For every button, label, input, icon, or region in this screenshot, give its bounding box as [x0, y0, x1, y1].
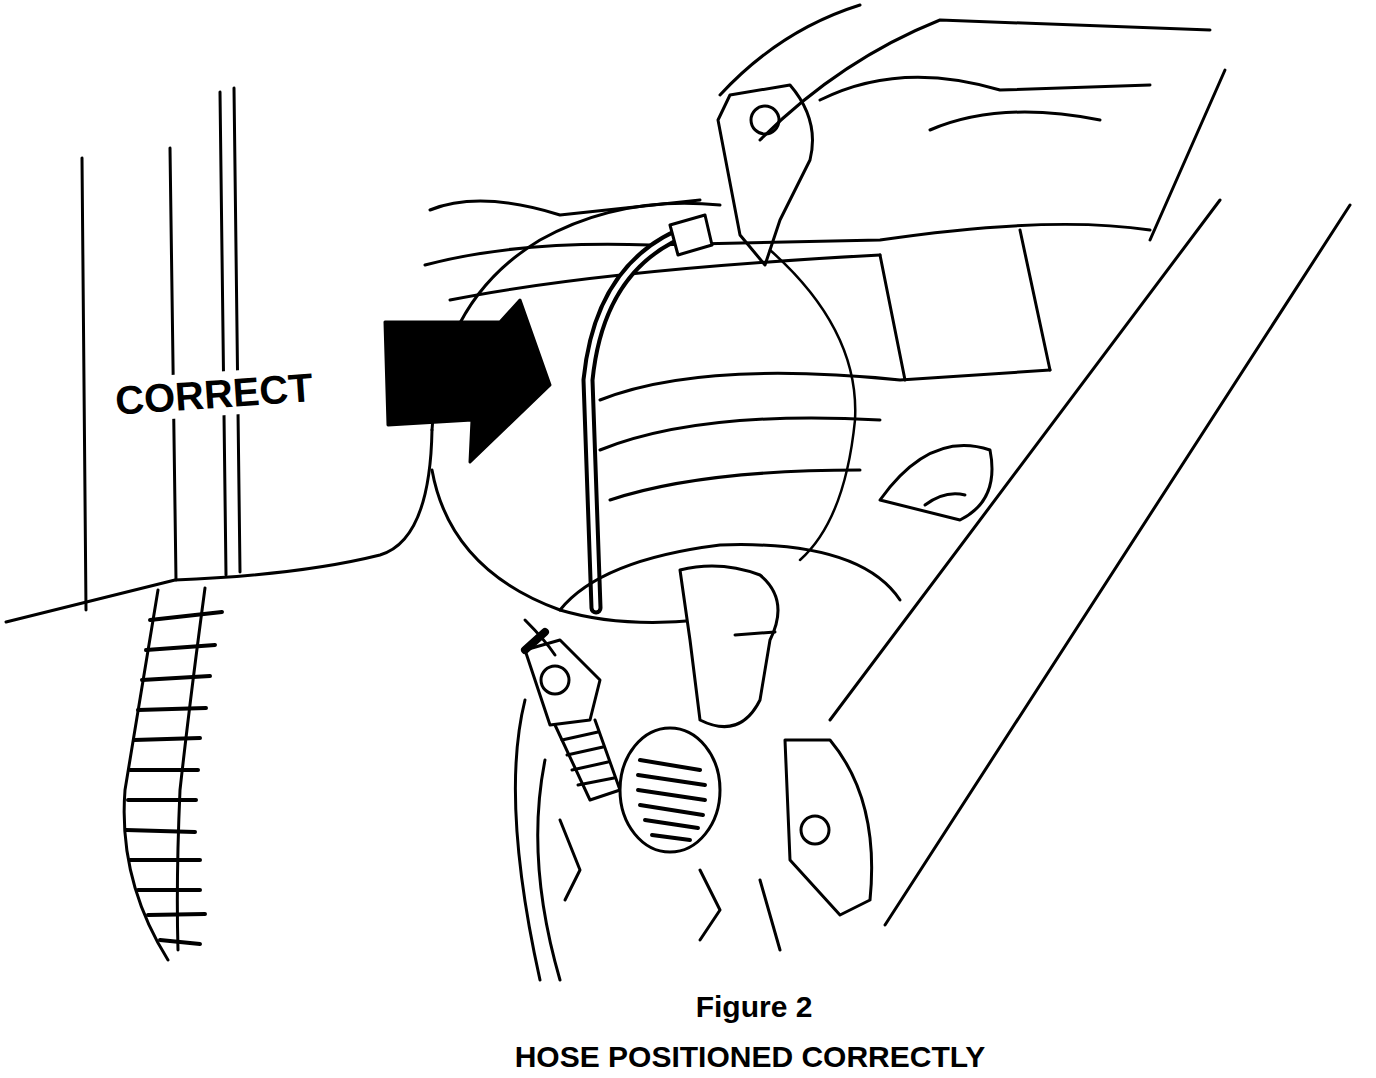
spring	[555, 720, 620, 800]
structure-line	[880, 255, 905, 380]
nut-bolt	[541, 666, 569, 694]
panel-line	[82, 158, 86, 610]
panel-line	[170, 148, 176, 580]
ribbed-hose	[124, 590, 168, 960]
structure-line	[930, 112, 1100, 130]
reservoir-cap	[925, 494, 965, 505]
fitting-slot	[735, 632, 775, 635]
structure-line	[700, 870, 780, 950]
hose-clamp	[670, 215, 712, 255]
hose-ribs	[126, 612, 222, 944]
spring-coils	[562, 732, 614, 785]
structure-line	[600, 370, 1050, 400]
panel-edge	[6, 430, 432, 622]
mount-bracket	[785, 740, 872, 915]
pointer-arrow	[385, 300, 550, 462]
hose-clip	[718, 85, 813, 265]
structure-line	[600, 418, 880, 450]
structure-line	[610, 470, 860, 500]
ribbed-connector	[620, 728, 720, 852]
structure-line	[1020, 230, 1050, 370]
structure-line	[538, 760, 560, 980]
structure-line	[425, 224, 1150, 265]
cable	[770, 250, 855, 560]
structure-line	[760, 20, 1210, 140]
structure-line	[450, 255, 880, 300]
hose-end	[525, 632, 545, 650]
reservoir-cap	[880, 446, 992, 520]
clip-bolt	[751, 106, 779, 134]
structure-line	[720, 5, 860, 95]
fitting	[680, 566, 778, 727]
bracket-bolt	[801, 816, 829, 844]
callout-label: CORRECT	[111, 365, 317, 423]
structure-line	[1150, 70, 1225, 240]
figure-caption: HOSE POSITIONED CORRECTLY	[512, 1040, 989, 1073]
structure-line	[820, 77, 1150, 100]
nut	[525, 640, 600, 725]
body-edge	[885, 205, 1350, 925]
leader-line	[525, 620, 555, 655]
figure-number: Figure 2	[693, 990, 816, 1023]
structure-line	[430, 200, 700, 215]
connector-ribs	[638, 760, 705, 840]
magnifier-circle	[432, 470, 700, 622]
panel-line	[234, 88, 240, 572]
body-edge	[830, 200, 1220, 720]
structure-line	[560, 820, 580, 900]
panel-line	[220, 92, 226, 575]
